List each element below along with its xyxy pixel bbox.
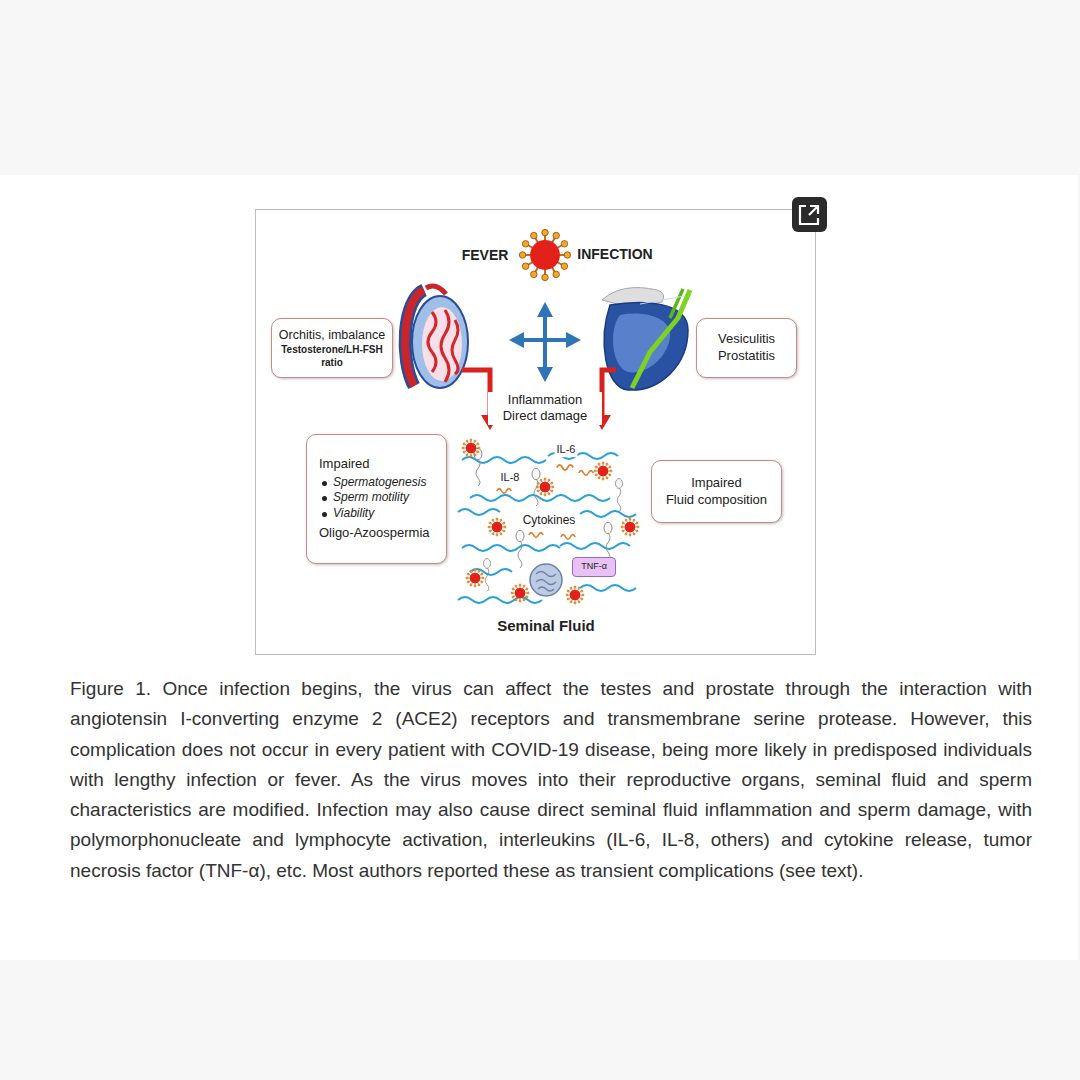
box-text: Orchitis, imbalance [276, 327, 388, 343]
virus-icon [519, 229, 570, 280]
cross-arrow [509, 302, 581, 382]
box-text: Testosterone/LH-FSH ratio [276, 343, 388, 369]
infection-label: INFECTION [575, 246, 654, 264]
box-text: Impaired [658, 475, 775, 492]
box-text: Oligo-Azoospermia [319, 525, 440, 542]
box-text: Fluid composition [658, 492, 775, 509]
cytokine-label: Cytokines [521, 513, 578, 528]
box-text: TNF-α [575, 561, 613, 573]
box-text: Vesiculitis Prostatitis [703, 331, 790, 365]
box-text: Spermatogenesis [319, 475, 440, 491]
fluid-label: Seminal Fluid [495, 617, 597, 636]
red-arrow [462, 370, 616, 430]
testis-illustration [405, 286, 468, 388]
interleukin-label: IL-6 [555, 443, 578, 457]
mechanism-label: Inflammation Direct damage [488, 392, 602, 425]
text-box: ImpairedFluid composition [651, 460, 782, 523]
text-box: Vesiculitis Prostatitis [696, 318, 797, 378]
box-text: Sperm motility [319, 490, 440, 506]
text-box: ImpairedSpermatogenesisSperm motilityVia… [306, 434, 447, 564]
text-box: Orchitis, imbalanceTestosterone/LH-FSH r… [271, 318, 393, 378]
box-text: Viability [319, 506, 440, 522]
figure-caption: Figure 1. Once infection begins, the vir… [70, 674, 1032, 886]
seminal-fluid-illustration [458, 439, 639, 604]
interleukin-label: IL-8 [499, 471, 522, 485]
prostate-illustration [602, 288, 690, 391]
figure-frame [256, 210, 816, 655]
page-panel [0, 175, 1078, 960]
open-icon [792, 197, 827, 232]
cytokine-tag: TNF-α [572, 557, 616, 577]
fever-label: FEVER [460, 247, 511, 265]
box-text: Impaired [319, 456, 440, 473]
